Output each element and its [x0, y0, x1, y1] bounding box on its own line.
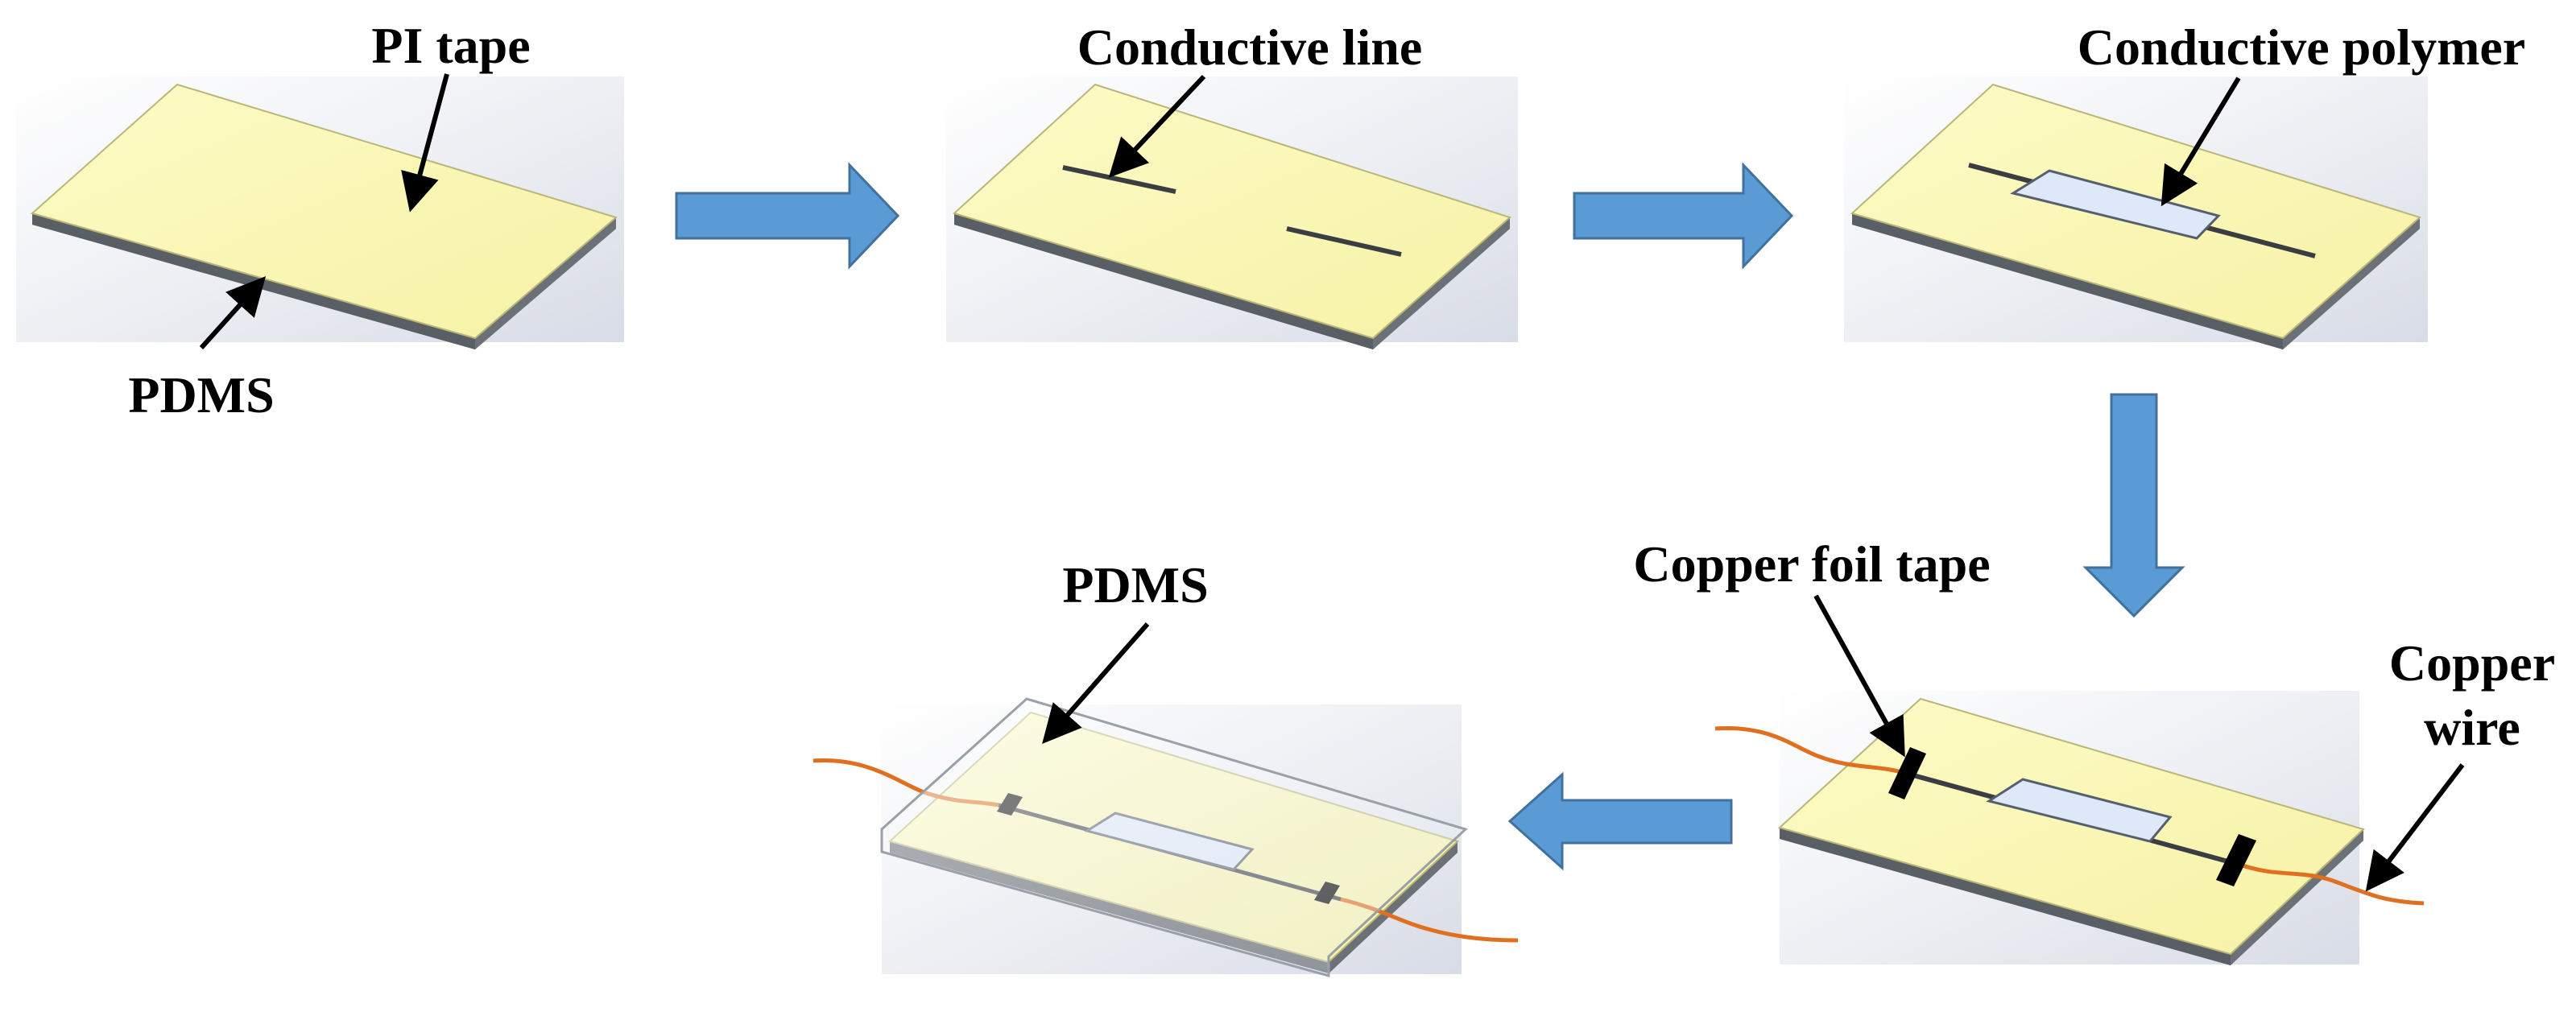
- copper-foil-tape-pointer: [1813, 594, 1905, 758]
- pi-tape-label: PI tape: [371, 17, 530, 74]
- pdms-encap-label: PDMS: [1062, 556, 1208, 613]
- pi-tape-layer: [30, 83, 618, 340]
- copper-wire-label-line2: wire: [2424, 699, 2520, 756]
- pdms-right-edge-3: [2283, 217, 2420, 349]
- copper-wire-right: [2242, 863, 2425, 906]
- conductive-polymer-label: Conductive polymer: [2078, 19, 2525, 76]
- panel-2-conductive-line: [946, 76, 1518, 349]
- conductive-line-left: [1062, 165, 1176, 194]
- copper-wire-label-line1: Copper: [2389, 634, 2555, 692]
- pdms-right-edge-2: [1373, 217, 1510, 349]
- pdms-front-edge-2: [954, 213, 1373, 349]
- conductive-line-pointer: [1108, 74, 1206, 178]
- pi-tape-pointer: [401, 73, 449, 213]
- pdms-right-edge: [475, 217, 616, 349]
- pdms-right-edge-4: [2231, 829, 2363, 965]
- copper-wire-left: [1714, 725, 1905, 775]
- panel-5-pdms-encapsulation: [812, 697, 1519, 977]
- process-arrow-1-right: [675, 162, 900, 270]
- pdms-front-edge-4: [1780, 828, 2231, 965]
- process-arrow-3-down: [2082, 393, 2185, 618]
- pdms-right-edge-5: [1329, 841, 1458, 973]
- pi-tape-layer-2: [953, 83, 1511, 340]
- panel-3-conductive-polymer: [1844, 76, 2428, 349]
- process-arrow-2-right: [1573, 162, 1794, 270]
- panel-1-pi-tape-on-pdms: [16, 76, 624, 349]
- conductive-polymer-pointer: [2160, 76, 2241, 207]
- conductive-polymer-block-4: [1986, 778, 2173, 843]
- conductive-line-right: [1286, 226, 1402, 257]
- pdms-bottom-label: PDMS: [128, 366, 274, 423]
- process-arrow-4-left: [1507, 771, 1733, 871]
- copper-wire-pointer: [2365, 763, 2465, 892]
- conductive-polymer-block: [2010, 169, 2221, 240]
- pdms-encap-pointer: [1042, 622, 1150, 745]
- copper-foil-tape-right: [2216, 834, 2256, 886]
- panel-4-copper-connections: [1714, 691, 2425, 965]
- pdms-encapsulation-layer: [880, 697, 1468, 977]
- copper-foil-tape-label: Copper foil tape: [1633, 535, 1990, 593]
- conductive-line-label: Conductive line: [1077, 19, 1422, 76]
- copper-foil-tape-left: [1888, 747, 1926, 799]
- pdms-front-edge-3: [1852, 213, 2283, 349]
- pdms-bottom-pointer: [199, 276, 267, 350]
